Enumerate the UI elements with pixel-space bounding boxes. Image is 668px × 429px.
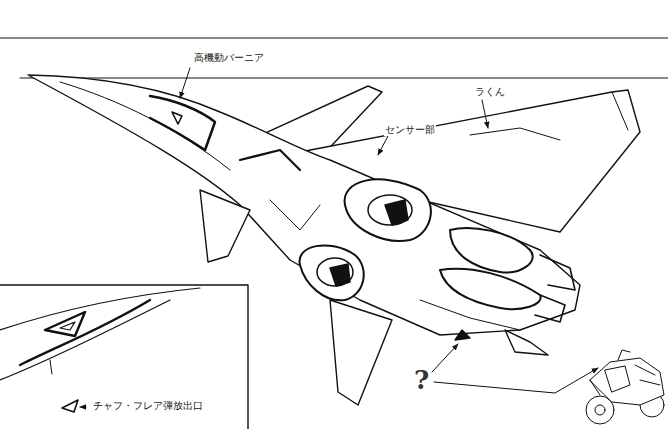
question-mark: ? [413,366,430,396]
part-label: 高機動バーニア [193,52,265,64]
part-label: ラくん [474,86,506,98]
part-label: センサー部 [384,124,436,136]
part-label: チャフ・フレア弾放出口 [92,400,204,412]
